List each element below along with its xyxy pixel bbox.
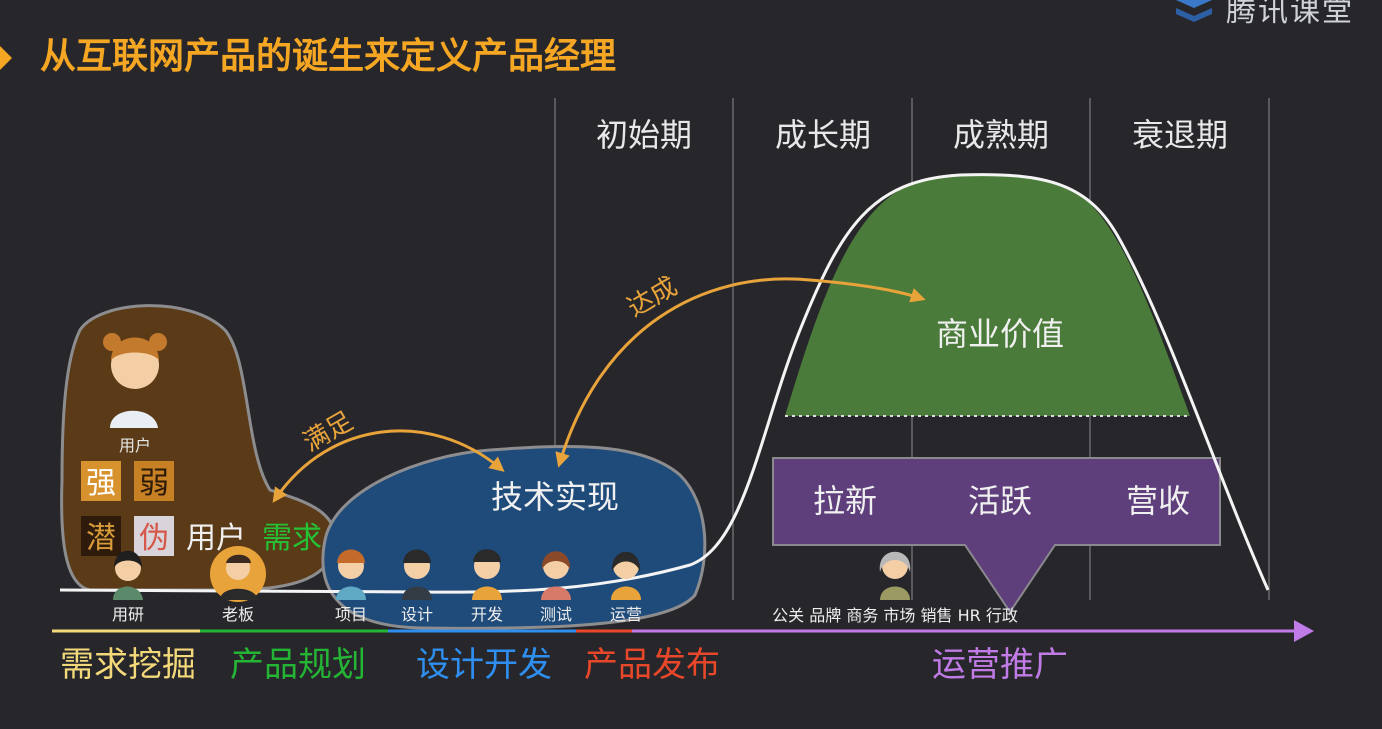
business-value-label: 商业价值 (936, 315, 1064, 353)
phase-mature: 成熟期 (953, 116, 1049, 154)
team-pm: 项目 (335, 605, 367, 624)
departments: 公关 品牌 商务 市场 销售 HR 行政 (772, 606, 1018, 625)
phase-growth: 成长期 (775, 116, 871, 154)
team-design: 设计 (401, 605, 433, 624)
timeline-arrowhead-icon (1294, 620, 1314, 642)
stage-ops: 运营推广 (932, 645, 1068, 685)
tile-weak: 弱 (139, 466, 169, 501)
need-word: 需求 (262, 521, 322, 556)
researcher-avatar-icon (113, 551, 143, 600)
ops-acquire: 拉新 (813, 482, 877, 520)
achieve-label: 达成 (623, 271, 683, 323)
page-title: 从互联网产品的诞生来定义产品经理 (0, 36, 616, 77)
ops-revenue: 营收 (1126, 482, 1190, 520)
team-ops: 运营 (610, 605, 642, 624)
stage-dev: 设计开发 (416, 645, 552, 685)
tile-strong: 强 (86, 466, 116, 501)
team-dev: 开发 (471, 605, 503, 624)
boss-avatar-icon (210, 546, 266, 602)
tech-label: 技术实现 (491, 478, 619, 516)
phase-decline: 衰退期 (1132, 116, 1228, 154)
tile-fake: 伪 (139, 521, 169, 556)
tech-blob (323, 446, 705, 628)
people-researcher: 用研 (112, 605, 144, 624)
people-boss: 老板 (222, 605, 254, 624)
stage-need: 需求挖掘 (60, 645, 196, 685)
tile-latent: 潜 (86, 521, 116, 556)
title-bullet-icon (0, 46, 12, 70)
stage-release: 产品发布 (584, 645, 720, 685)
phase-initial: 初始期 (596, 116, 692, 154)
ops-active: 活跃 (968, 482, 1032, 520)
stage-plan: 产品规划 (230, 645, 366, 685)
business-value-area (785, 174, 1190, 416)
user-label: 用户 (119, 436, 151, 455)
staff-avatar-icon (880, 552, 911, 600)
title-text: 从互联网产品的诞生来定义产品经理 (40, 36, 616, 77)
team-test: 测试 (540, 605, 572, 624)
